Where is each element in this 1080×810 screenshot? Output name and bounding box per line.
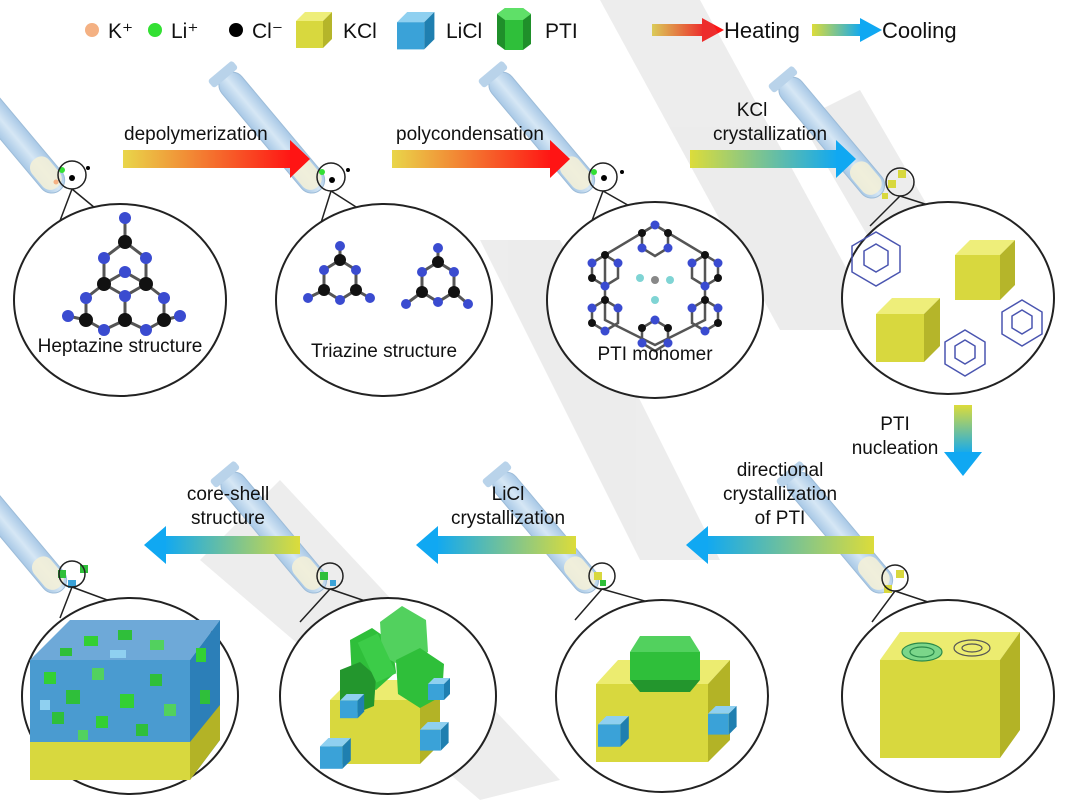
bubble-core-shell — [22, 587, 238, 794]
step-licl-label-1: LiCl — [492, 484, 525, 505]
kcl-cube-large-1 — [955, 240, 1015, 300]
bubble-triazine: Triazine structure — [276, 191, 492, 396]
step-polycondensation: polycondensation — [396, 124, 544, 145]
pti-nucleus-green — [902, 643, 942, 661]
legend-label-pti: PTI — [545, 20, 578, 43]
test-tube-5 — [0, 460, 74, 600]
kcl-cube-large-2 — [876, 298, 940, 362]
step-dir-label-1: directional — [737, 460, 824, 481]
legend-label-cl: Cl⁻ — [252, 20, 283, 43]
tube-contents-bottom — [58, 565, 904, 593]
legend-label-kcl: KCl — [343, 20, 377, 43]
pti-prism-icon — [497, 8, 531, 50]
legend-label-k: K⁺ — [108, 20, 133, 43]
licl-cube-6 — [428, 678, 450, 700]
step-kcl-label-1: KCl — [737, 100, 768, 121]
bubble-pti-nucleated — [842, 591, 1054, 792]
step-kcl-label-2: crystallization — [713, 124, 827, 145]
cl-ion-dot — [229, 23, 243, 37]
label-pti-monomer: PTI monomer — [597, 344, 713, 365]
heating-label: Heating — [724, 18, 800, 43]
licl-cube-1 — [598, 716, 629, 747]
step-depolymerization: depolymerization — [124, 124, 268, 145]
k-ion-dot — [85, 23, 99, 37]
licl-cube-5 — [340, 694, 364, 718]
licl-cube-2 — [708, 706, 737, 735]
bubble-heptazine: Heptazine structure — [14, 189, 226, 396]
label-triazine: Triazine structure — [311, 341, 457, 362]
kcl-cube-icon — [296, 12, 332, 48]
legend-label-li: Li⁺ — [171, 20, 198, 43]
li-ion-dot — [148, 23, 162, 37]
bubble-directional-pti — [556, 589, 768, 792]
step-core-label-2: structure — [191, 508, 265, 529]
step-pti-label-1: PTI — [880, 414, 910, 435]
pti-prism-crystal — [630, 636, 700, 692]
legend-label-licl: LiCl — [446, 20, 482, 43]
licl-cube-3 — [320, 738, 351, 769]
arrow-pti-nucleation — [944, 405, 982, 476]
legend: K⁺ Li⁺ Cl⁻ KCl LiCl PTI Heating Cooling — [85, 8, 957, 50]
test-tube-7 — [481, 460, 606, 600]
step-licl-label-2: crystallization — [451, 508, 565, 529]
step-core-label-1: core-shell — [187, 484, 269, 505]
licl-cube-4 — [420, 722, 449, 751]
cooling-label: Cooling — [882, 18, 957, 43]
cooling-arrow — [812, 18, 882, 42]
step-dir-label-2: crystallization — [723, 484, 837, 505]
licl-cube-icon — [397, 12, 434, 49]
label-heptazine: Heptazine structure — [38, 336, 203, 357]
tube-3-ions — [591, 169, 624, 181]
step-pti-label-2: nucleation — [852, 438, 939, 459]
step-dir-label-3: of PTI — [755, 508, 806, 529]
test-tube-1 — [0, 60, 72, 200]
